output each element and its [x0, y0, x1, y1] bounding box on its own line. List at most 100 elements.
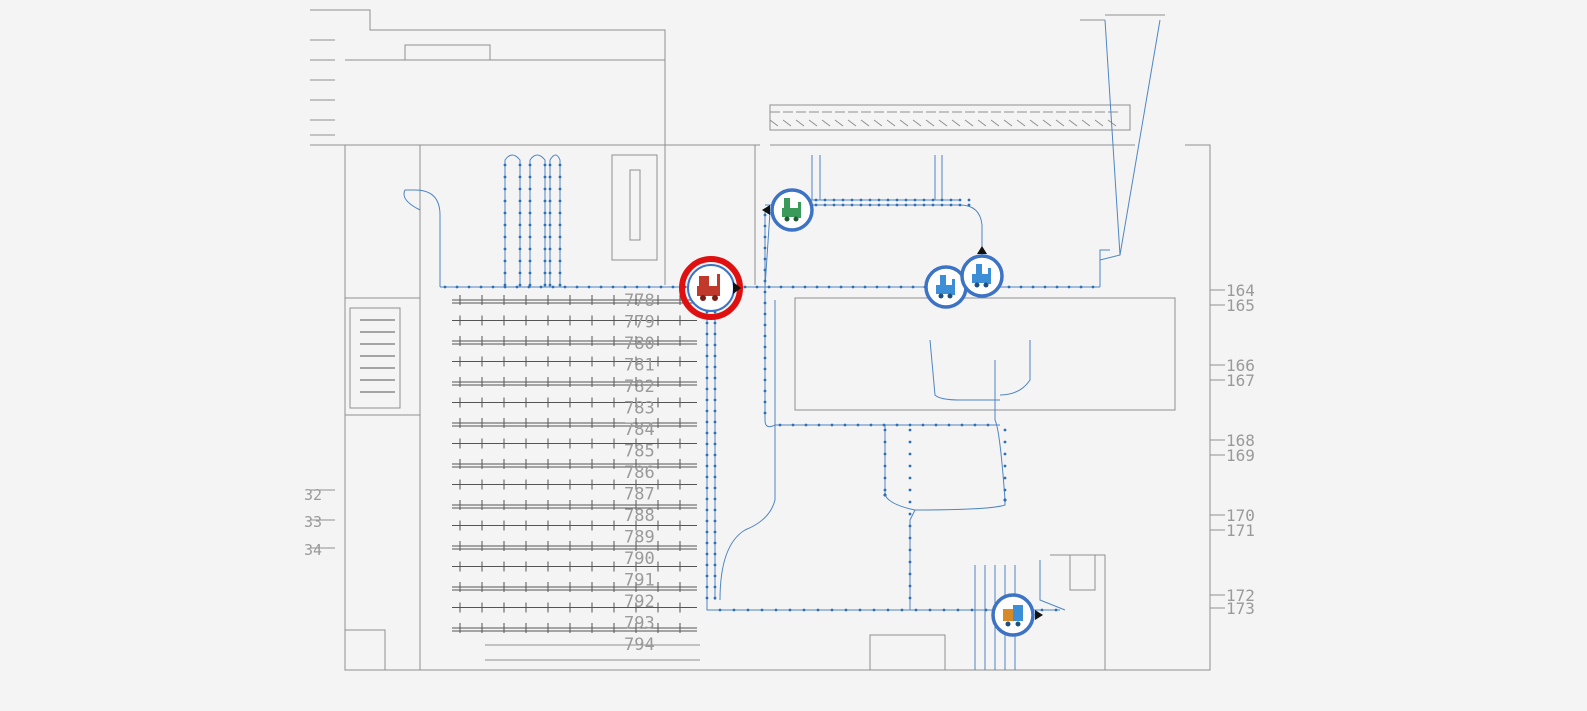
route-node [713, 464, 717, 468]
route-node [900, 608, 904, 612]
route-node [841, 198, 845, 202]
route-node [548, 259, 552, 263]
route-node [958, 203, 962, 207]
route-node [705, 420, 709, 424]
route-node [908, 428, 912, 432]
route-node [984, 608, 988, 612]
route-node [841, 203, 845, 207]
route-node [763, 378, 767, 382]
route-node [713, 519, 717, 523]
route-node [543, 247, 547, 251]
route-node [1003, 440, 1007, 444]
rack-row [452, 520, 697, 531]
route-node [1003, 452, 1007, 456]
route-node [911, 285, 915, 289]
route-node [543, 259, 547, 263]
rack-row [452, 356, 697, 367]
route-node [713, 453, 717, 457]
route-node [908, 560, 912, 564]
route-node [895, 423, 899, 427]
aisle-label: 793 [624, 614, 655, 634]
route-node [599, 285, 603, 289]
dock-door [873, 111, 884, 127]
route-node [908, 572, 912, 576]
route-node [967, 203, 971, 207]
route-node [443, 285, 447, 289]
route-node [543, 163, 547, 167]
vehicle-blue-2[interactable] [960, 246, 1004, 298]
vehicle-red-alert[interactable] [679, 256, 743, 320]
route-node [816, 608, 820, 612]
route-node [763, 268, 767, 272]
route-node [830, 423, 834, 427]
route-node [518, 283, 522, 287]
route-node [856, 423, 860, 427]
aisle-label: 789 [624, 528, 655, 548]
dock-door [886, 111, 897, 127]
route-node [548, 163, 552, 167]
route-node [518, 259, 522, 263]
route-node [839, 285, 843, 289]
route-node [763, 224, 767, 228]
route-node [1003, 476, 1007, 480]
aisle-label: 791 [624, 571, 655, 591]
route-node [713, 585, 717, 589]
route-node [503, 247, 507, 251]
route-node [528, 211, 532, 215]
route-node [967, 198, 971, 202]
route-node [883, 452, 887, 456]
route-node [908, 488, 912, 492]
route-node [763, 301, 767, 305]
route-node [479, 285, 483, 289]
route-node [713, 398, 717, 402]
dock-door [925, 111, 936, 127]
route-node [827, 285, 831, 289]
route-node [1067, 285, 1071, 289]
route-node [705, 519, 709, 523]
route-node [875, 285, 879, 289]
route-node [882, 423, 886, 427]
dock-door [1094, 111, 1105, 127]
route-node [908, 524, 912, 528]
route-node [863, 285, 867, 289]
route-node [543, 187, 547, 191]
route-node [558, 211, 562, 215]
vehicle-orange[interactable] [991, 593, 1043, 637]
route-node [528, 175, 532, 179]
route-node [705, 486, 709, 490]
route-node [528, 259, 532, 263]
route-node [455, 285, 459, 289]
route-node [940, 198, 944, 202]
route-node [713, 541, 717, 545]
route-node [543, 271, 547, 275]
route-node [713, 376, 717, 380]
route-node [743, 285, 747, 289]
route-node [563, 285, 567, 289]
route-node [718, 608, 722, 612]
route-node [859, 198, 863, 202]
route-node [970, 608, 974, 612]
route-node [705, 508, 709, 512]
dock-door [782, 111, 793, 127]
vehicle-green[interactable] [762, 188, 814, 232]
route-node [713, 431, 717, 435]
route-node [705, 431, 709, 435]
route-node [543, 235, 547, 239]
route-node [832, 198, 836, 202]
route-node [958, 198, 962, 202]
route-node [823, 198, 827, 202]
route-node [844, 608, 848, 612]
forklift-icon [936, 275, 955, 299]
dock-door [964, 111, 975, 127]
route-node [895, 198, 899, 202]
route-node [960, 423, 964, 427]
aisle-label: 788 [624, 506, 655, 526]
route-node [548, 223, 552, 227]
vehicle-blue-1[interactable] [924, 265, 968, 309]
route-node [705, 365, 709, 369]
route-node [883, 476, 887, 480]
route-node [886, 203, 890, 207]
route-node [503, 187, 507, 191]
